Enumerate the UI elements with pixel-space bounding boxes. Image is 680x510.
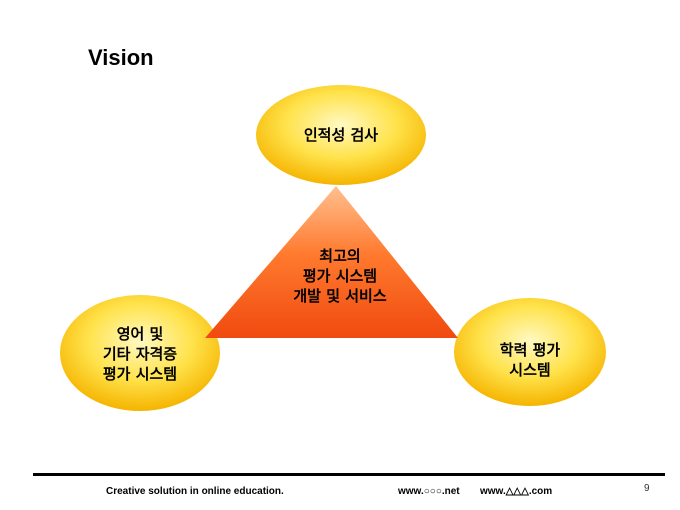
right-ellipse-label: 학력 평가 시스템 [499, 341, 561, 379]
left-ellipse [60, 295, 220, 411]
footer-divider [33, 473, 665, 476]
top-ellipse [256, 85, 426, 185]
center-triangle-label: 최고의 평가 시스템 개발 및 서비스 [293, 247, 387, 305]
slide-title: Vision [88, 45, 154, 70]
center-triangle [205, 186, 458, 338]
footer-website-2: www.△△△.com [480, 486, 553, 497]
top-ellipse-label: 인적성 검사 [303, 126, 379, 144]
footer-website-1: www.○○○.net [398, 486, 460, 497]
right-ellipse [454, 298, 606, 406]
left-ellipse-label: 영어 및 기타 자격증 평가 시스템 [102, 325, 178, 383]
page-number: 9 [644, 483, 650, 494]
footer-slogan: Creative solution in online education. [106, 486, 284, 497]
